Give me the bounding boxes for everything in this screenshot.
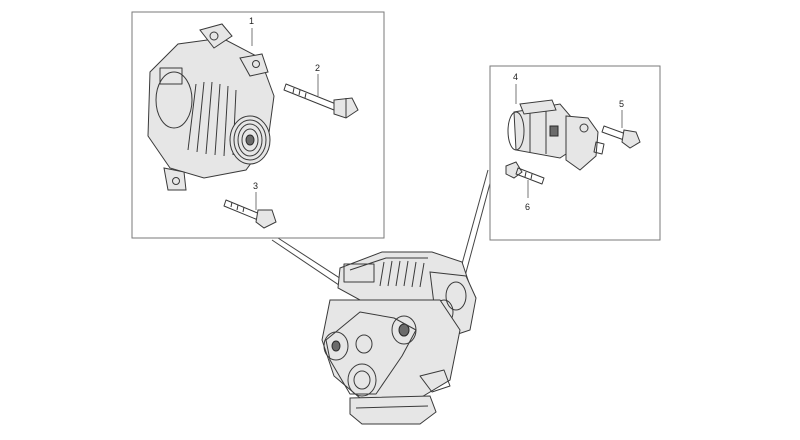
callout-1: 1: [249, 16, 254, 26]
alternator-pulley: [229, 115, 271, 165]
bolt-short-icon: [223, 199, 277, 229]
engine-belt-drive: [323, 311, 417, 397]
callout-6: 6: [525, 202, 530, 212]
bolt-long-icon: [283, 83, 359, 119]
starter-motor-icon: [507, 99, 605, 171]
alternator-icon: [147, 23, 275, 191]
bolt-starter-lower-icon: [505, 161, 545, 185]
alternator-fins: [187, 81, 237, 157]
callout-2: 2: [315, 63, 320, 73]
callout-4: 4: [513, 72, 518, 82]
alternator-detail-frame: 1 2 3: [131, 11, 385, 239]
bolt-starter-upper-icon: [601, 125, 641, 149]
callout-3: 3: [253, 181, 258, 191]
engine-cover-ribs: [379, 260, 425, 288]
engine-icon: [321, 251, 477, 425]
starter-detail-frame: 4 5 6: [489, 65, 661, 241]
callout-5: 5: [619, 99, 624, 109]
